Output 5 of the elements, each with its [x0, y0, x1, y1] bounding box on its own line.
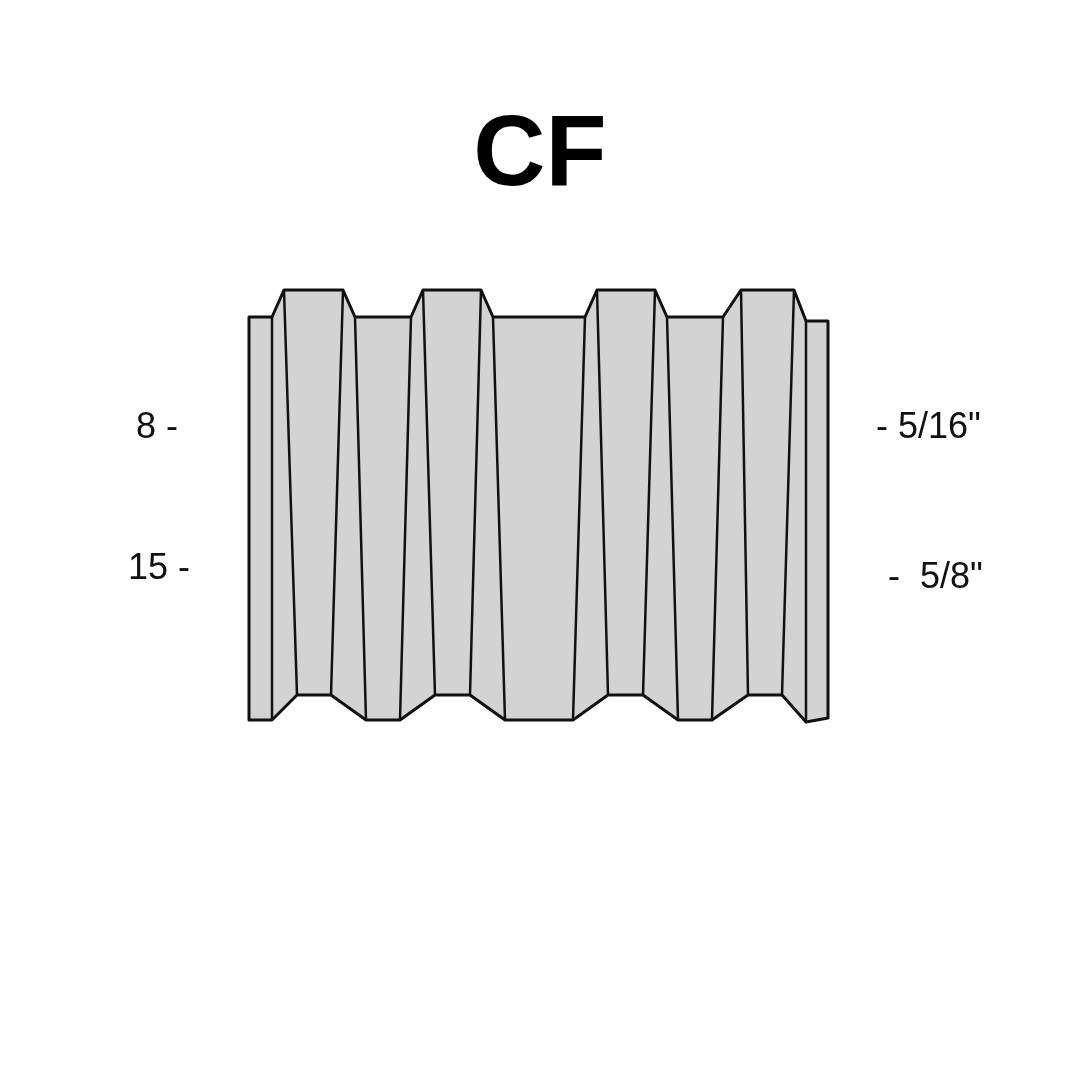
- title: CF: [473, 100, 607, 200]
- size-label: - 5/16": [876, 408, 981, 444]
- size-label: - 5/8": [888, 558, 983, 594]
- size-label: 15 -: [127, 549, 190, 585]
- size-label: 8 -: [136, 408, 178, 444]
